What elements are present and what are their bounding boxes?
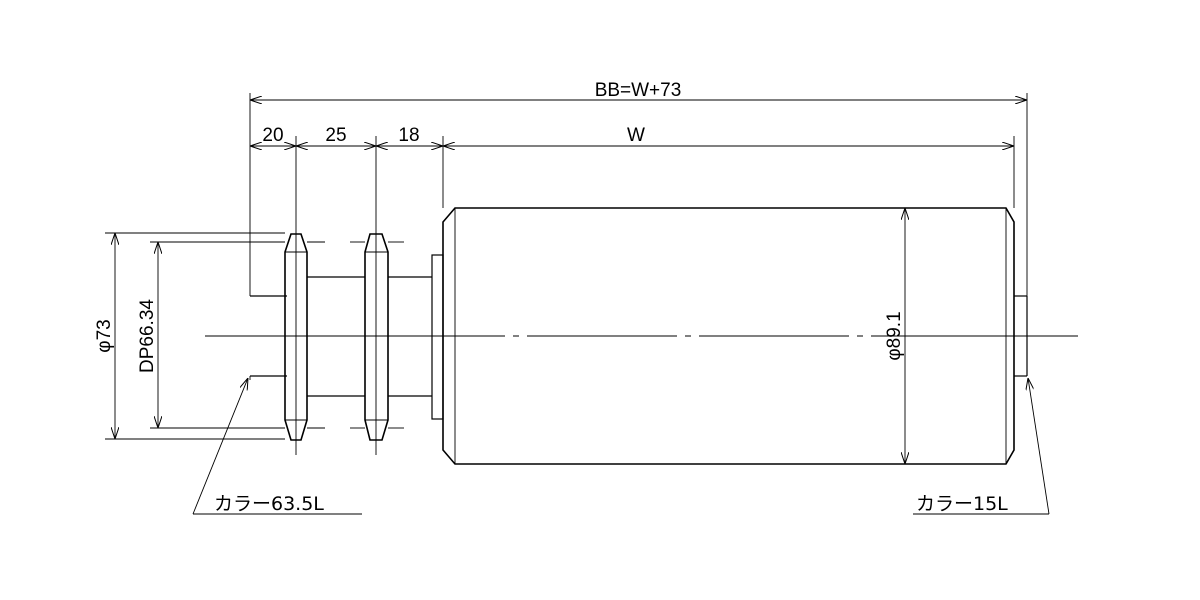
dim-seg2-label: 25 [325,125,346,146]
dim-seg1-label: 20 [262,125,283,146]
hub-section-2 [388,276,432,397]
leader-left-collar [192,378,362,515]
diameter-extensions [105,232,404,440]
dim-seg3-label: 18 [398,125,419,146]
callout-right-collar: カラー15L [916,493,1008,515]
callout-left-collar: カラー63.5L [214,493,324,515]
sprocket-2 [364,233,389,441]
leader-right-collar [913,378,1050,515]
hub-section [307,276,365,397]
sprocket-1 [284,233,308,441]
dim-roller-diameter-label: φ89.1 [884,311,905,360]
roller-flange [431,254,444,420]
dim-width-label: W [627,125,645,146]
extension-lines [249,93,1028,455]
right-collar [1014,295,1028,377]
dim-overall-label: BB=W+73 [595,80,682,101]
dim-pitch-diameter-label: DP66.34 [137,299,158,373]
left-collar [250,295,287,377]
dim-outer-diameter-label: φ73 [94,319,115,352]
